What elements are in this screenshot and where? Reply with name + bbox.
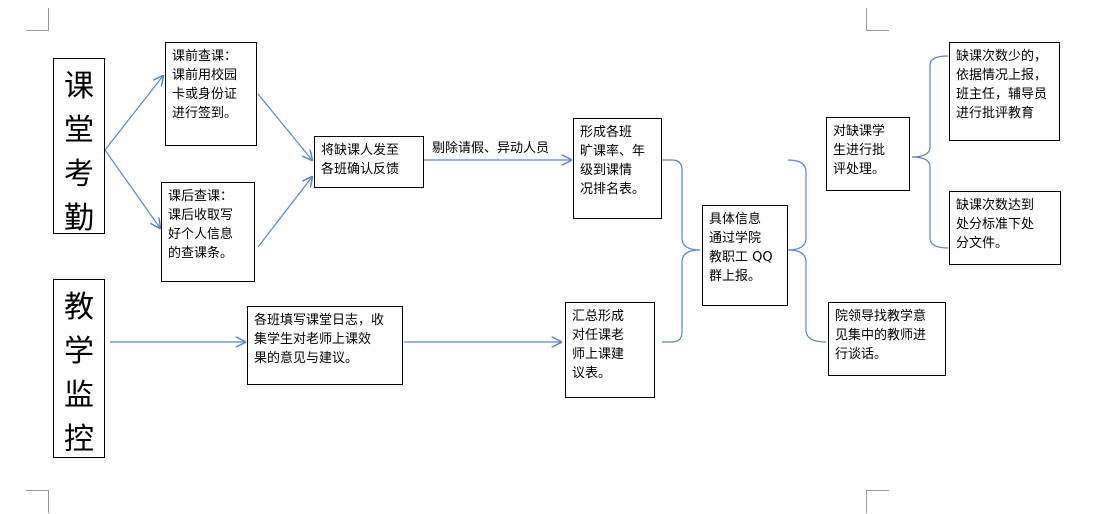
post-check-box: 课后查课： 课后收取写 好个人信息 的查课条。 <box>161 182 255 282</box>
arrow-pre-to-feedback <box>257 93 312 160</box>
pre-check-box: 课前查课： 课前用校园 卡或身份证 进行签到。 <box>165 42 257 146</box>
crop-mark-bottom-right <box>866 490 889 513</box>
crop-mark-bottom-left <box>26 490 49 513</box>
brace-right <box>911 55 949 249</box>
leader-talk-box: 院领导找教学意 见集中的教师进 行谈话。 <box>828 302 946 376</box>
arrow-post-to-feedback <box>257 177 312 248</box>
summary-suggest-box: 汇总形成 对任课老 师上课建 议表。 <box>565 302 655 398</box>
criticize-box: 对缺课学 生进行批 评处理。 <box>826 117 910 191</box>
remove-leave-label: 剔除请假、异动人员 <box>430 137 552 156</box>
brace-left <box>662 159 701 343</box>
absent-feedback-box: 将缺课人发至 各班确认反馈 <box>314 136 424 188</box>
crop-mark-top-right <box>866 8 889 31</box>
arrow-attendance-to-pre <box>104 76 163 151</box>
few-absences-box: 缺课次数少的， 依据情况上报， 班主任，辅导员 进行批评教育 <box>949 42 1060 141</box>
punish-standard-box: 缺课次数达到 处分标准下处 分文件。 <box>949 191 1061 265</box>
class-log-box: 各班填写课堂日志，收 集学生对老师上课效 果的意见与建议。 <box>247 306 403 385</box>
monitor-title: 教 学 监 控 <box>53 279 105 458</box>
rates-ranking-box: 形成各班 旷课率、年 级到课情 况排名表。 <box>573 118 662 219</box>
arrow-attendance-to-post <box>104 149 160 228</box>
brace-middle <box>787 159 827 343</box>
attendance-title: 课 堂 考 勤 <box>53 58 105 236</box>
report-qq-box: 具体信息 通过学院 教职工 QQ 群上报。 <box>702 205 788 306</box>
crop-mark-top-left <box>26 8 49 31</box>
